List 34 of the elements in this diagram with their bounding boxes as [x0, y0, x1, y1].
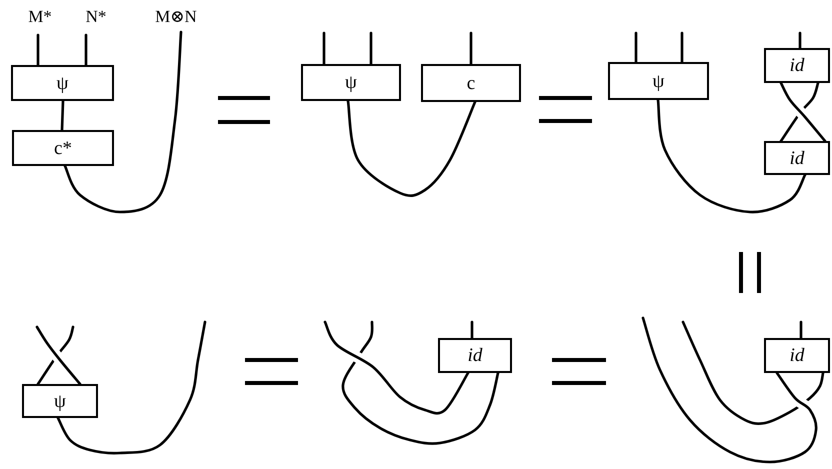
string-strand	[36, 34, 40, 66]
string-strand	[634, 32, 638, 64]
string-strand	[470, 32, 472, 66]
morphism-box: ψ	[608, 62, 709, 100]
string-strand	[800, 320, 802, 340]
morphism-box: ψ	[22, 384, 98, 418]
string-strand	[60, 100, 64, 132]
string-strand	[798, 32, 802, 50]
string-strand	[346, 100, 476, 197]
morphism-box: id	[438, 338, 512, 373]
object-label: M⊗N	[155, 8, 197, 25]
morphism-box: ψ	[11, 65, 114, 101]
object-label: M*	[28, 8, 52, 25]
morphism-box: id	[764, 141, 830, 175]
string-strand	[324, 320, 470, 415]
string-strand	[370, 32, 372, 66]
string-strand	[682, 320, 824, 425]
string-strand	[64, 30, 182, 214]
string-strand	[656, 98, 806, 214]
string-strand	[642, 316, 818, 464]
string-strand	[680, 32, 684, 64]
morphism-box: id	[764, 48, 830, 83]
string-strand	[84, 34, 88, 66]
string-strand	[470, 320, 474, 340]
object-label: N*	[86, 8, 106, 25]
string-strand	[342, 320, 500, 445]
morphism-box: c*	[12, 130, 114, 166]
string-strand	[36, 326, 74, 386]
morphism-box: ψ	[301, 64, 401, 101]
morphism-box: c	[421, 64, 521, 102]
string-strand	[36, 326, 82, 386]
morphism-box: id	[764, 338, 830, 373]
string-strand	[322, 32, 326, 66]
string-strand	[56, 320, 206, 455]
